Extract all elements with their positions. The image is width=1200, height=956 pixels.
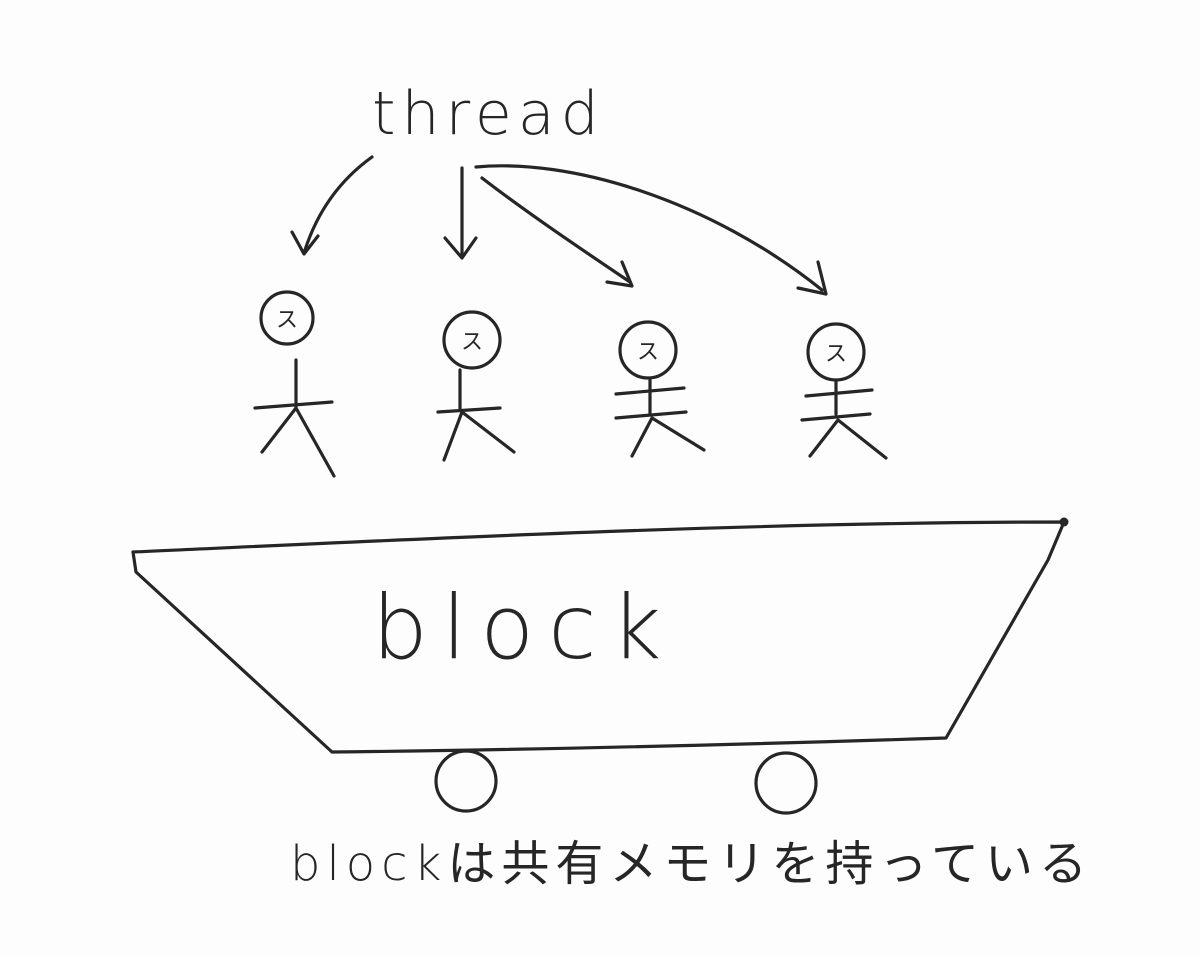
arrow-to-thread-4 bbox=[476, 166, 822, 290]
thread-head-glyph: ス bbox=[276, 308, 298, 333]
block-corner-dot bbox=[1060, 518, 1069, 527]
thread-figure-2: ス bbox=[438, 312, 514, 460]
arrow-to-thread-1 bbox=[305, 157, 372, 250]
block-wheel-right bbox=[756, 753, 816, 813]
block-wheel-left bbox=[436, 751, 496, 811]
thread-figure-3: ス bbox=[616, 322, 704, 456]
thread-arrows bbox=[292, 157, 826, 294]
thread-figure-1: ス bbox=[255, 292, 334, 476]
arrowhead-thread-1 bbox=[292, 232, 318, 254]
thread-label: thread bbox=[372, 84, 605, 144]
arrow-to-thread-3 bbox=[482, 178, 630, 282]
block-label: block bbox=[372, 584, 676, 672]
thread-head-glyph: ス bbox=[637, 340, 659, 365]
caption-text: blockは共有メモリを持っている bbox=[290, 840, 1093, 888]
thread-head-glyph: ス bbox=[461, 330, 483, 355]
thread-head-glyph: ス bbox=[825, 342, 847, 367]
thread-figure-4: ス bbox=[802, 324, 886, 458]
